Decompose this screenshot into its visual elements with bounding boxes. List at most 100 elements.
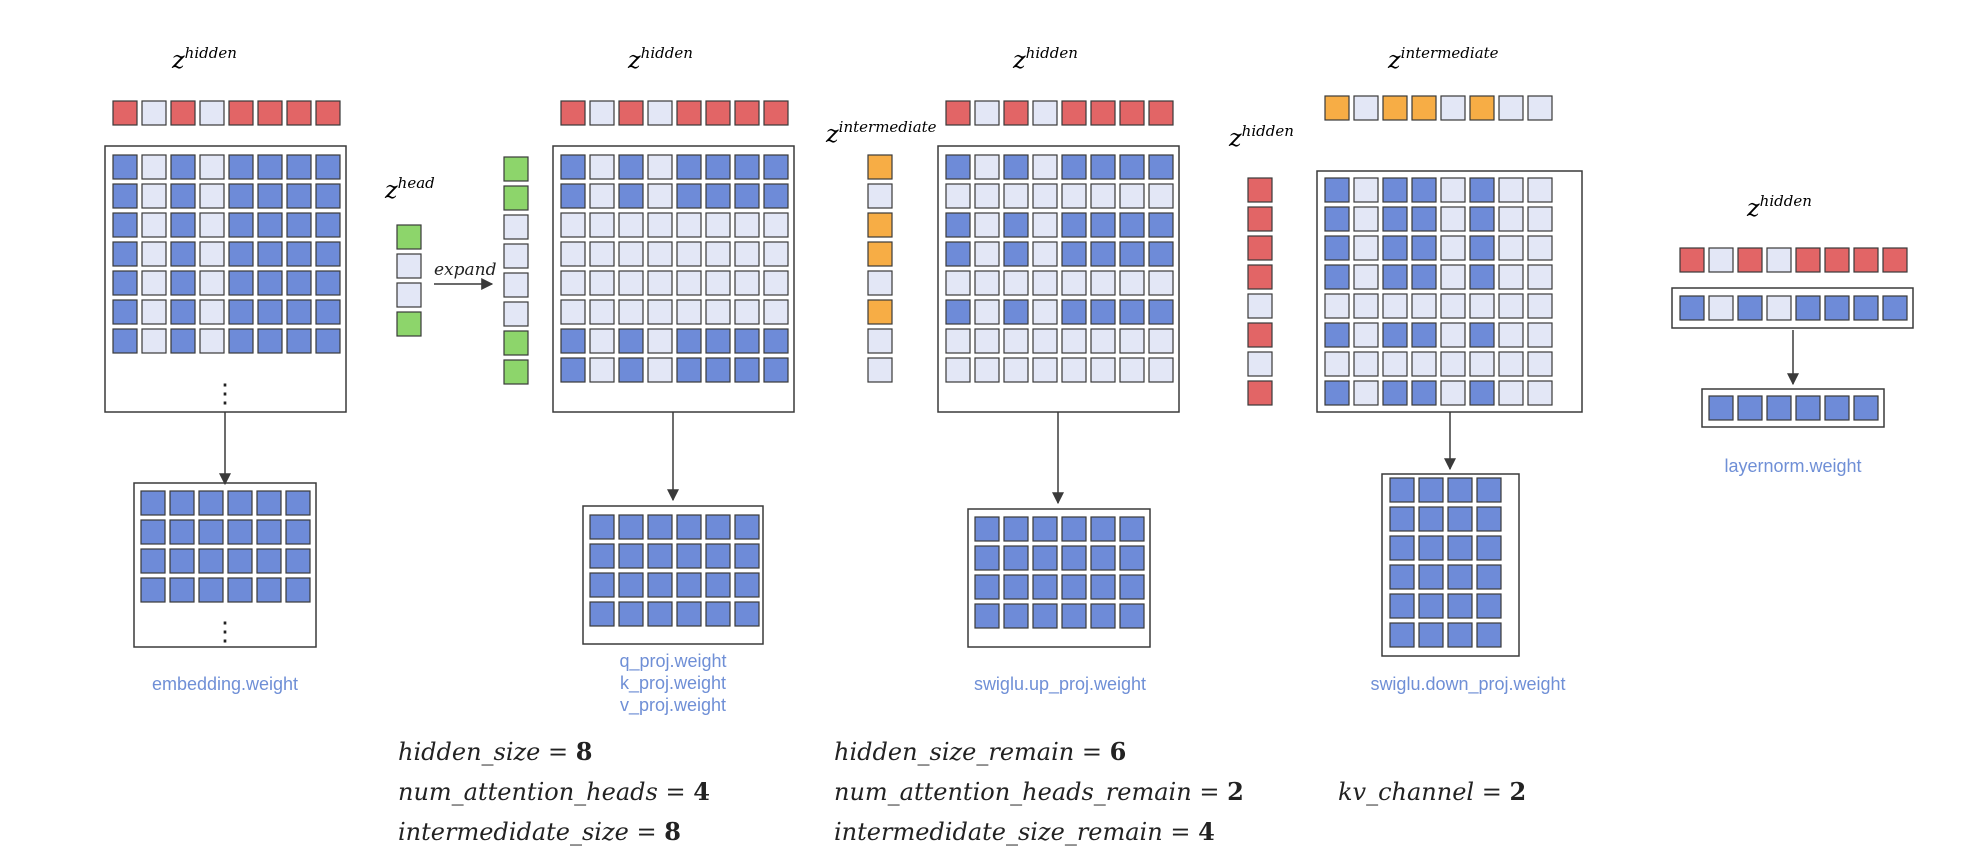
down-proj-pruned-cell: [1418, 506, 1444, 532]
embedding-pruned-cell: [285, 548, 311, 574]
hidden-mask-cell: [228, 100, 254, 126]
embedding-cell: [199, 183, 225, 209]
qkv-cell: [676, 328, 702, 354]
intermediate-mask-cell: [867, 299, 893, 325]
up-proj-cell: [945, 357, 971, 383]
qkv-cell: [676, 154, 702, 180]
qkv-pruned-cell: [647, 601, 673, 627]
hidden-mask-cell: [1247, 322, 1273, 348]
down-proj-cell: [1440, 235, 1466, 261]
qkv-pruned-cell: [705, 572, 731, 598]
intermediate-mask-vector-down: [1324, 95, 1553, 121]
up-proj-pruned-cell: [1061, 603, 1087, 629]
up-proj-pruned-cell: [1090, 516, 1116, 542]
layernorm-cell: [1708, 295, 1734, 321]
up-proj-cell: [1148, 328, 1174, 354]
down-proj-matrix: [1324, 177, 1553, 406]
qkv-pruned-cell: [676, 543, 702, 569]
z-head-label: zhead: [384, 174, 435, 204]
embedding-pruned-cell: [140, 548, 166, 574]
embedding-cell: [112, 270, 138, 296]
down-proj-cell: [1382, 293, 1408, 319]
layernorm-pruned-cell: [1708, 395, 1734, 421]
down-proj-cell: [1382, 264, 1408, 290]
embedding-cell: [170, 183, 196, 209]
down-proj-pruned-cell: [1389, 622, 1415, 648]
embedding-cell: [286, 299, 312, 325]
intermediate-mask-cell: [1527, 95, 1553, 121]
up-proj-pruned-cell: [1061, 574, 1087, 600]
down-proj-cell: [1324, 293, 1350, 319]
qkv-pruned-cell: [647, 514, 673, 540]
section-up-proj: zintermediate zhidden swiglu.up_proj.wei…: [825, 44, 1180, 695]
hidden-mask-cell: [618, 100, 644, 126]
intermediate-mask-cell: [1469, 95, 1495, 121]
up-proj-cell: [974, 183, 1000, 209]
hidden-mask-cell: [1032, 100, 1058, 126]
qkv-cell: [734, 212, 760, 238]
up-proj-cell: [1148, 241, 1174, 267]
hidden-mask-cell: [1247, 177, 1273, 203]
down-proj-cell: [1440, 380, 1466, 406]
section-down-proj: zintermediate zhidden swiglu.down_proj.w…: [1228, 44, 1583, 695]
qkv-pruned-cell: [589, 543, 615, 569]
down-proj-pruned-cell: [1418, 535, 1444, 561]
hidden-mask-cell: [1708, 247, 1734, 273]
embedding-cell: [112, 241, 138, 267]
up-proj-cell: [1090, 241, 1116, 267]
up-proj-cell: [974, 299, 1000, 325]
embedding-cell: [286, 270, 312, 296]
embedding-cell: [112, 328, 138, 354]
down-proj-cell: [1353, 264, 1379, 290]
embedding-pruned-matrix: [140, 490, 311, 603]
up-proj-pruned-cell: [974, 545, 1000, 571]
embedding-cell: [315, 328, 341, 354]
layernorm-cell: [1795, 295, 1821, 321]
qkv-cell: [705, 154, 731, 180]
down-proj-pruned-matrix: [1389, 477, 1502, 648]
layernorm-vector: [1679, 295, 1908, 321]
qkv-cell: [560, 241, 586, 267]
down-proj-cell: [1469, 235, 1495, 261]
hidden-mask-cell: [112, 100, 138, 126]
up-proj-cell: [1148, 212, 1174, 238]
embedding-cell: [141, 212, 167, 238]
up-proj-cell: [1032, 154, 1058, 180]
intermediate-mask-cell: [1382, 95, 1408, 121]
down-proj-cell: [1498, 206, 1524, 232]
qkv-cell: [618, 299, 644, 325]
hidden-mask-vector-attention: [560, 100, 789, 126]
embedding-cell: [228, 299, 254, 325]
embedding-cell: [170, 270, 196, 296]
embedding-cell: [228, 154, 254, 180]
embedding-pruned-frame: [133, 482, 317, 648]
embedding-cell: [286, 328, 312, 354]
up-proj-cell: [1119, 328, 1145, 354]
up-proj-pruned-cell: [1090, 574, 1116, 600]
up-proj-cell: [1032, 241, 1058, 267]
down-proj-cell: [1353, 293, 1379, 319]
qkv-cell: [705, 212, 731, 238]
qkv-cell: [589, 328, 615, 354]
hidden-mask-cell: [763, 100, 789, 126]
qkv-cell: [647, 270, 673, 296]
up-proj-cell: [1032, 357, 1058, 383]
qkv-cell: [618, 183, 644, 209]
embedding-pruned-cell: [140, 490, 166, 516]
embedding-cell: [257, 183, 283, 209]
intermediate-mask-cell: [1440, 95, 1466, 121]
qkv-cell: [705, 241, 731, 267]
up-proj-pruned-cell: [1032, 574, 1058, 600]
hidden-mask-cell: [1247, 293, 1273, 319]
embedding-cell: [228, 183, 254, 209]
down-proj-pruned-cell: [1476, 477, 1502, 503]
up-proj-pruned-cell: [1119, 516, 1145, 542]
qkv-cell: [705, 357, 731, 383]
embedding-cell: [315, 154, 341, 180]
layernorm-pruned-cell: [1853, 395, 1879, 421]
intermediate-mask-cell: [1411, 95, 1437, 121]
up-proj-pruned-cell: [1061, 516, 1087, 542]
down-proj-cell: [1440, 264, 1466, 290]
hidden-mask-cell: [141, 100, 167, 126]
qkv-cell: [676, 241, 702, 267]
